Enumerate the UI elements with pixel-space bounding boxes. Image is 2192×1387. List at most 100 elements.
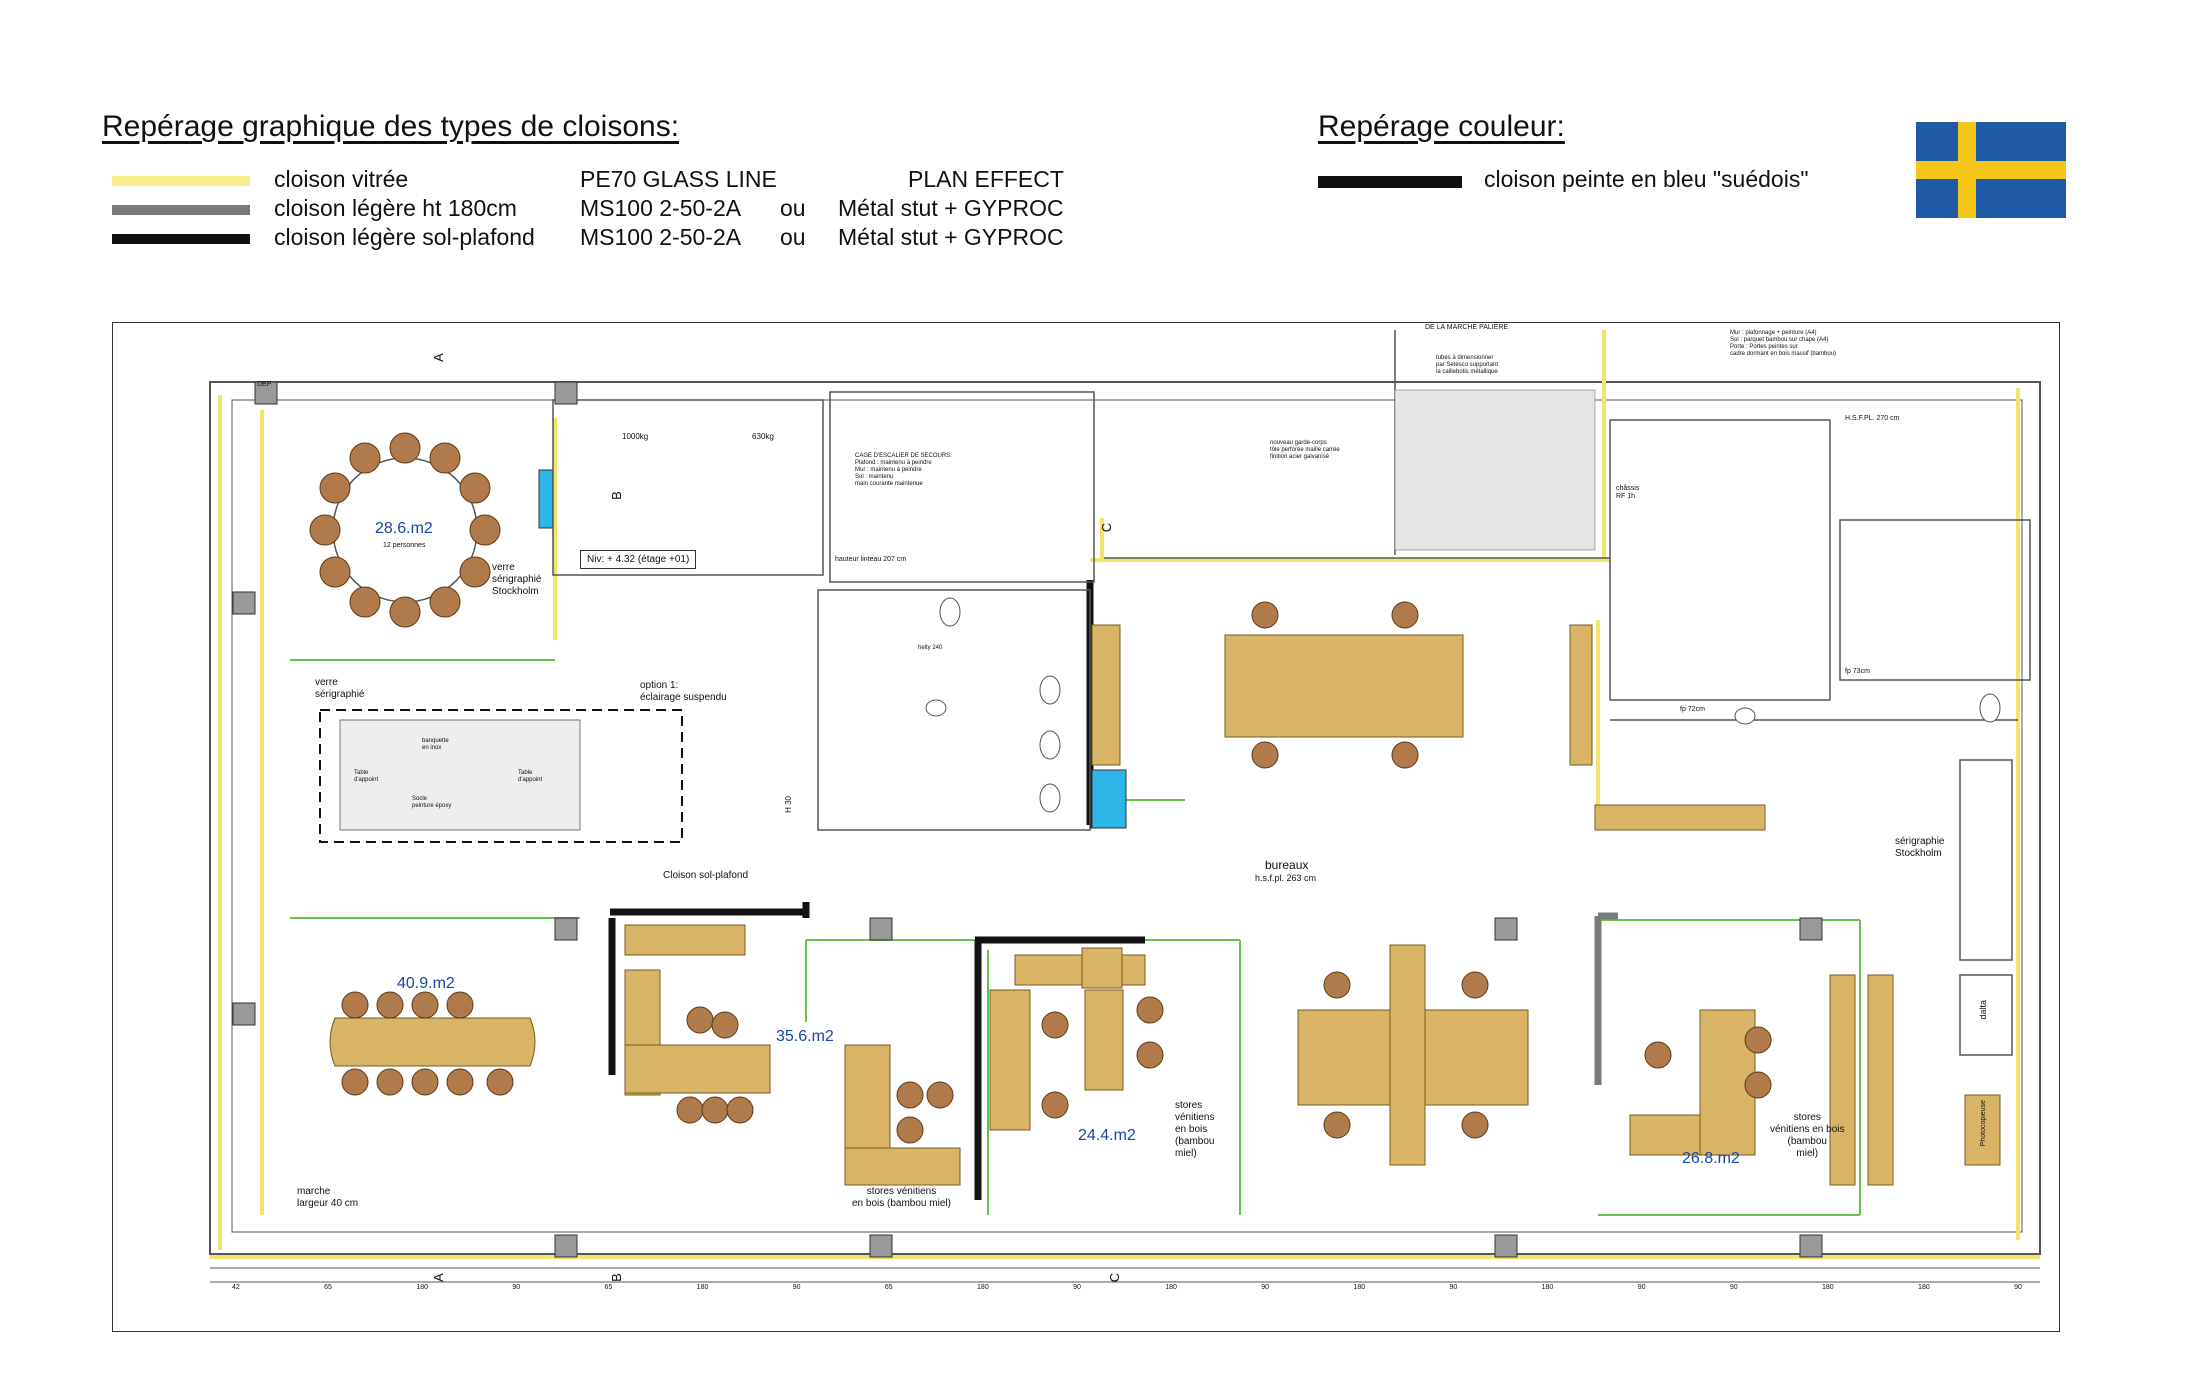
dimension-label: 90 [512,1284,521,1291]
legend-row-floor-product: MS100 2-50-2A [580,224,742,250]
note-line: miel) [1796,1148,1819,1159]
grating-hatch [1394,389,1596,551]
dimension-label: 90 [2014,1284,2022,1291]
plan-frame [112,322,2060,1332]
note-line: en bois [1175,1124,1208,1135]
swedish-flag-icon [1916,122,2066,218]
section-c-top: C [1099,522,1115,533]
furniture [329,624,2001,1186]
swatch-light-partition-180 [112,205,250,215]
note-line: Mur : maintenu à peindre [855,467,922,473]
photocopier-label: Photocopieuse [1980,1100,1987,1147]
persons-label: 12 personnes [383,542,426,549]
dimension-label: 65 [604,1284,613,1291]
side-table-left-note: Table d'appoint [354,770,378,784]
note-line: RF 1h [1616,493,1636,500]
ceiling-height-label: h.s.f.pl. 263 cm [1255,873,1317,883]
note-line: Sol : parquet bambou sur chape (A4) [1730,337,1829,343]
building-walls [209,381,2041,1283]
color-legend-title: Repérage couleur: [1318,110,1565,143]
dimension-label: 180 [1353,1284,1366,1291]
glass-serigraphy-note: verre sérigraphié [315,677,364,701]
dimension-label: 90 [1637,1284,1646,1291]
note-line: Socle [412,796,428,802]
top-right-finishes-note: Mur : plafonnage + peinture (A4) Sol : p… [1730,330,1836,358]
toilet-fixtures [925,597,2001,813]
note-line: stores [1175,1100,1203,1111]
partition-legend-title: Repérage graphique des types de cloisons… [102,110,680,143]
h30-label: H 30 [784,796,793,813]
fp73-label: fp 73cm [1845,668,1870,675]
plinth-note: Socle peinture époxy [412,796,451,810]
fp72-label: fp 72cm [1680,706,1705,713]
section-b-bottom: B [608,1273,624,1282]
note-line: éclairage suspendu [640,692,727,703]
note-line: (bambou [1787,1136,1827,1147]
dimension-label: 65 [884,1284,893,1291]
section-a-top: A [430,353,446,362]
section-c-bottom: C [1107,1272,1123,1283]
dimension-label: 180 [977,1284,989,1291]
dimension-label: 90 [1261,1284,1270,1291]
suspended-lighting-zone [319,709,683,843]
frame-fire-note: châssis RF 1h [1616,485,1639,501]
note-line: option 1: [640,680,679,691]
light-partitions [1594,912,1618,1085]
chairs [309,432,1772,1144]
legend-row-light-sep: ou [780,195,806,221]
note-line: sérigraphié [492,574,542,585]
note-line: (bambou [1175,1136,1215,1147]
dimension-label: 90 [1449,1284,1458,1291]
legend-row-floor-alt: Métal stut + GYPROC [838,224,1064,250]
swedish-blue-walls [538,469,1127,829]
columns [232,381,1823,1258]
note-line: finition acier galvanisé [1270,454,1330,460]
railing-note: nouveau garde-corps tôle perforée maille… [1270,440,1340,461]
note-line: verre [492,562,515,573]
note-line: la caillebotis métallique [1436,369,1498,375]
note-line: sérigraphié [315,689,365,700]
ceiling-height-270: H.S.F.PL. 270 cm [1845,415,1900,422]
dimension-label: 42 [232,1284,240,1291]
note-line: sérigraphie [1895,836,1945,847]
note-line: vénitiens [1175,1112,1215,1123]
note-line: marche [297,1186,331,1197]
legend-row-light-alt: Métal stut + GYPROC [838,195,1064,221]
glass-stockholm-note: verre sérigraphié Stockholm [492,562,541,598]
note-line: tubes à dimensionner [1436,355,1494,361]
lintel-height-note: hauteur linteau 207 cm [835,556,907,563]
elevator-630kg: 630kg [752,432,774,441]
step-note: marche largeur 40 cm [297,1186,358,1210]
blinds-bamboo-note: stores vénitiens en bois (bambou miel) [852,1186,951,1210]
area-label-meeting-long: 40.9.m2 [397,975,455,992]
serigraphy-stockholm-right-note: sérigraphie Stockholm [1895,836,1944,860]
note-line: CAGE D'ESCALIER DE SECOURS: [855,453,952,459]
level-label: Niv: + 4.32 (étage +01) [580,550,697,569]
floor-ceiling-partition-note: Cloison sol-plafond [663,870,749,881]
note-line: nouveau garde-corps [1270,440,1327,446]
area-label-office-24: 24.4.m2 [1078,1127,1136,1144]
note-line: largeur 40 cm [297,1198,359,1209]
dimension-label: 90 [1729,1284,1738,1291]
note-line: peinture époxy [412,803,452,809]
legend-row-glass-label: cloison vitrée [274,166,409,192]
offices-label: bureaux [1265,858,1309,872]
note-line: d'appoint [518,777,543,783]
color-legend-label: cloison peinte en bleu "suédois" [1484,166,1809,192]
bench-zone [339,719,581,831]
note-line: Stockholm [492,586,539,597]
dimension-label: 180 [1541,1284,1554,1291]
note-line: Table [518,770,533,776]
note-line: Sol : maintenu [855,474,894,480]
note-line: tôle perforée maille carrée [1270,447,1340,453]
blinds-wood-note: stores vénitiens en bois (bambou miel) [1175,1100,1214,1160]
note-line: verre [315,677,338,688]
note-line: Plafond : maintenu à peindre [855,460,932,466]
note-line: cadre dormant en bois massif (bambou) [1730,351,1837,357]
elevator-1000kg: 1000kg [622,432,649,441]
note-line: Table [354,770,369,776]
note-line: Stockholm [1895,848,1942,859]
dalta-label: dalta [1978,1000,1988,1020]
